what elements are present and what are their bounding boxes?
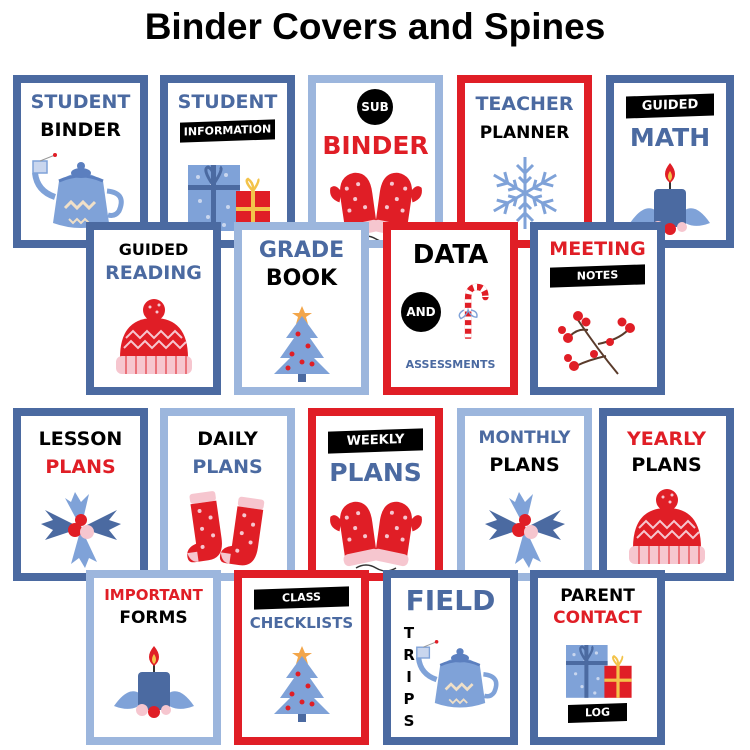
cover-title-bottom: MATH bbox=[629, 123, 711, 152]
binder-cover-guided-reading: GUIDED READING bbox=[86, 222, 221, 395]
christmas-tree-icon bbox=[252, 642, 352, 722]
binder-cover-grade-book: GRADE BOOK bbox=[234, 222, 369, 395]
cover-title-top: STUDENT bbox=[177, 91, 278, 113]
cover-title-top: DATA bbox=[412, 240, 489, 270]
beanie-icon bbox=[617, 488, 717, 568]
cover-title-bottom: PLANS bbox=[329, 458, 422, 487]
binder-cover-yearly-plans: YEARLY PLANS bbox=[599, 408, 734, 581]
socks-icon bbox=[178, 488, 278, 568]
page-title: Binder Covers and Spines bbox=[144, 6, 606, 47]
binder-cover-teacher-planner: TEACHER PLANNER bbox=[457, 75, 592, 248]
binder-cover-daily-plans: DAILY PLANS bbox=[160, 408, 295, 581]
cover-circle-label: AND bbox=[401, 292, 441, 332]
cover-title-top: MONTHLY bbox=[478, 428, 571, 448]
cover-banner: GUIDED bbox=[626, 93, 714, 119]
cover-title-bottom: PLANS bbox=[45, 456, 116, 478]
cover-title-bottom: READING bbox=[105, 262, 202, 284]
binder-cover-guided-math: GUIDED MATH bbox=[606, 75, 734, 248]
binder-cover-meeting-notes: MEETING NOTES bbox=[530, 222, 665, 395]
candy-cane-icon bbox=[435, 272, 507, 348]
cover-title-top: GUIDED bbox=[118, 240, 189, 259]
cover-title-top: PARENT bbox=[560, 586, 635, 606]
cover-circle-label: SUB bbox=[357, 89, 393, 125]
binder-cover-field-trips: FIELD TRIPS bbox=[383, 570, 518, 745]
cover-side-label: TRIPS bbox=[403, 624, 415, 730]
binder-cover-data-and-assessments: DATA AND ASSESSMENTS bbox=[383, 222, 518, 395]
candle-icon bbox=[104, 640, 204, 720]
cover-title-bottom: ASSESSMENTS bbox=[405, 358, 496, 371]
binder-cover-sub-binder: SUB BINDER bbox=[308, 75, 443, 248]
binder-cover-student-information: STUDENT INFORMATION bbox=[160, 75, 295, 248]
cover-banner: NOTES bbox=[550, 264, 645, 288]
binder-cover-monthly-plans: MONTHLY PLANS bbox=[457, 408, 592, 581]
teapot-icon bbox=[31, 153, 131, 233]
cover-banner: WEEKLY bbox=[328, 428, 423, 454]
cover-banner: LOG bbox=[568, 702, 627, 724]
teapot-icon bbox=[415, 636, 505, 716]
binder-cover-important-forms: IMPORTANT FORMS bbox=[86, 570, 221, 745]
cover-title-bottom: FORMS bbox=[119, 608, 188, 628]
cover-title-bottom: CONTACT bbox=[553, 608, 642, 628]
cover-title-top: TEACHER bbox=[475, 93, 574, 115]
binder-cover-lesson-plans: LESSON PLANS bbox=[13, 408, 148, 581]
cover-title-top: DAILY bbox=[197, 428, 258, 450]
cover-title-bottom: CHECKLISTS bbox=[249, 614, 354, 632]
binder-cover-weekly-plans: WEEKLY PLANS bbox=[308, 408, 443, 581]
gift-box-icon bbox=[558, 636, 638, 702]
cover-title-top: LESSON bbox=[38, 428, 123, 450]
cover-title-top: GRADE bbox=[258, 238, 345, 263]
holly-icon bbox=[475, 488, 575, 568]
cover-title-top: FIELD bbox=[405, 584, 496, 617]
binder-cover-student-binder: STUDENT BINDER bbox=[13, 75, 148, 248]
cover-title-top: IMPORTANT bbox=[104, 586, 203, 604]
cover-banner: INFORMATION bbox=[180, 119, 275, 143]
cover-title-bottom: BINDER bbox=[40, 119, 121, 141]
mittens-icon bbox=[326, 492, 426, 572]
holly-icon bbox=[31, 488, 131, 568]
snowflake-icon bbox=[475, 153, 575, 233]
cover-title-top: MEETING bbox=[549, 238, 646, 260]
cover-title-bottom: PLANS bbox=[489, 454, 560, 476]
berries-icon bbox=[548, 300, 648, 380]
cover-title-bottom: PLANS bbox=[631, 454, 702, 476]
cover-title-top: YEARLY bbox=[627, 428, 706, 450]
cover-banner: CLASS bbox=[254, 586, 349, 610]
cover-title-bottom: PLANS bbox=[192, 456, 263, 478]
binder-cover-class-checklists: CLASS CHECKLISTS bbox=[234, 570, 369, 745]
cover-title-bottom: BOOK bbox=[265, 266, 338, 291]
christmas-tree-icon bbox=[252, 302, 352, 382]
binder-cover-parent-contact-log: PARENT CONTACT LOG bbox=[530, 570, 665, 745]
cover-title-bottom: PLANNER bbox=[479, 123, 570, 143]
beanie-icon bbox=[104, 298, 204, 378]
cover-title-bottom: BINDER bbox=[322, 131, 429, 160]
cover-title-top: STUDENT bbox=[30, 91, 131, 113]
